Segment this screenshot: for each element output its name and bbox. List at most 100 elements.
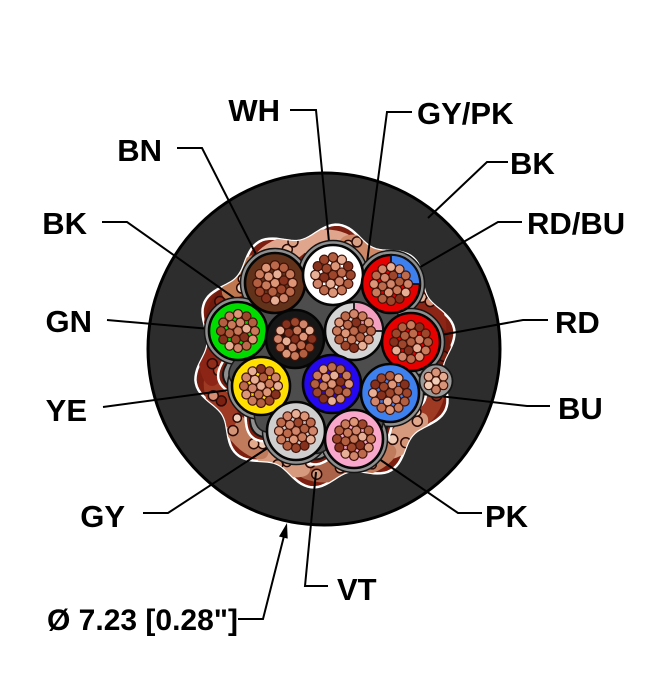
copper-strand bbox=[331, 433, 343, 445]
copper-strand bbox=[336, 284, 348, 296]
copper-strand bbox=[355, 440, 366, 451]
copper-strand bbox=[326, 361, 338, 373]
copper-strand bbox=[342, 319, 353, 330]
leader-line-rd bbox=[429, 319, 548, 338]
conductor-quarter-stripe-gypk bbox=[353, 301, 384, 332]
copper-strand bbox=[232, 342, 244, 354]
leader-line-ye bbox=[102, 387, 245, 408]
copper-strand bbox=[377, 264, 388, 275]
copper-strand bbox=[342, 260, 354, 272]
copper-strand bbox=[318, 284, 330, 296]
copper-strand bbox=[320, 372, 331, 383]
copper-strand bbox=[405, 319, 417, 331]
copper-strand bbox=[341, 387, 352, 398]
copper-strand bbox=[318, 364, 329, 375]
leader-line-gy bbox=[143, 435, 287, 514]
copper-strand bbox=[378, 381, 389, 392]
copper-strand bbox=[255, 397, 267, 409]
conductor-pk bbox=[323, 408, 385, 470]
copper-strand bbox=[304, 342, 315, 353]
copper-strand bbox=[392, 285, 403, 296]
copper-strand bbox=[232, 308, 244, 320]
copper-strand bbox=[400, 270, 411, 281]
copper-strand bbox=[348, 308, 360, 320]
label-bk: BK bbox=[42, 206, 87, 241]
copper-strand bbox=[348, 342, 360, 354]
copper-strand bbox=[310, 269, 321, 281]
copper-strand bbox=[283, 327, 294, 338]
leader-line-bk bbox=[102, 221, 282, 332]
copper-strand bbox=[276, 434, 287, 445]
copper-strand bbox=[385, 295, 397, 307]
conductor-ye bbox=[230, 355, 292, 417]
copper-strand bbox=[241, 372, 252, 383]
drain-strand bbox=[431, 367, 442, 378]
copper-strand bbox=[371, 270, 382, 281]
copper-strand bbox=[342, 278, 354, 290]
copper-strand bbox=[399, 396, 410, 407]
copper-strand bbox=[343, 378, 355, 390]
copper-strand bbox=[334, 276, 345, 287]
copper-strand bbox=[252, 277, 263, 289]
copper-strand bbox=[290, 442, 302, 454]
copper-strand bbox=[249, 374, 260, 385]
conductor-vt bbox=[301, 353, 363, 415]
copper-strand bbox=[345, 269, 356, 281]
copper-strand bbox=[397, 351, 408, 362]
copper-strand bbox=[264, 395, 275, 406]
copper-strand bbox=[394, 293, 405, 304]
label-bu: BU bbox=[558, 391, 603, 426]
copper-strand bbox=[276, 417, 287, 428]
copper-strand bbox=[254, 268, 266, 280]
copper-strand bbox=[365, 325, 377, 337]
label-rdbu: RD/BU bbox=[527, 206, 625, 241]
copper-strand bbox=[272, 380, 284, 392]
conductor-bn bbox=[243, 251, 307, 315]
copper-strand bbox=[289, 350, 301, 362]
copper-strand bbox=[363, 425, 374, 436]
copper-strand bbox=[370, 396, 381, 407]
leader-line-wh bbox=[290, 109, 332, 263]
copper-strand bbox=[278, 292, 290, 304]
copper-strand bbox=[388, 336, 400, 348]
braid-wire bbox=[206, 357, 219, 370]
copper-strand bbox=[399, 330, 410, 341]
copper-strand bbox=[299, 440, 310, 451]
copper-strand bbox=[247, 334, 258, 345]
conductor-rdbu bbox=[360, 253, 422, 315]
copper-strand bbox=[262, 387, 273, 398]
copper-strand bbox=[335, 393, 346, 404]
conductor-gn bbox=[207, 300, 269, 362]
braid-wire bbox=[227, 424, 239, 437]
copper-strand bbox=[239, 332, 250, 343]
copper-strand bbox=[357, 340, 368, 351]
copper-strand bbox=[405, 353, 417, 365]
copper-strand bbox=[249, 325, 261, 337]
copper-strand bbox=[224, 311, 235, 322]
copper-strand bbox=[260, 262, 272, 274]
copper-strand bbox=[247, 366, 258, 377]
copper-strand bbox=[276, 284, 287, 295]
label-vt: VT bbox=[337, 572, 377, 607]
copper-strand bbox=[333, 385, 344, 396]
copper-strand bbox=[348, 450, 360, 462]
copper-strand bbox=[365, 433, 377, 445]
copper-strand bbox=[282, 411, 293, 422]
copper-strand bbox=[402, 278, 414, 290]
copper-strand bbox=[391, 328, 402, 339]
copper-strand bbox=[269, 260, 281, 271]
label-wh: WH bbox=[228, 93, 280, 128]
conductor-gypk bbox=[323, 300, 385, 362]
dimension-label: Ø 7.23 [0.28"] bbox=[47, 604, 238, 637]
label-gy: GY bbox=[80, 499, 125, 534]
copper-strand bbox=[379, 272, 390, 283]
copper-strand bbox=[218, 334, 229, 345]
label-bk-jacket: BK bbox=[510, 146, 555, 181]
copper-strand bbox=[420, 328, 431, 339]
copper-strand bbox=[304, 325, 315, 336]
copper-strand bbox=[327, 287, 339, 298]
drain-strand bbox=[423, 380, 434, 391]
conductor-bu bbox=[359, 362, 421, 424]
